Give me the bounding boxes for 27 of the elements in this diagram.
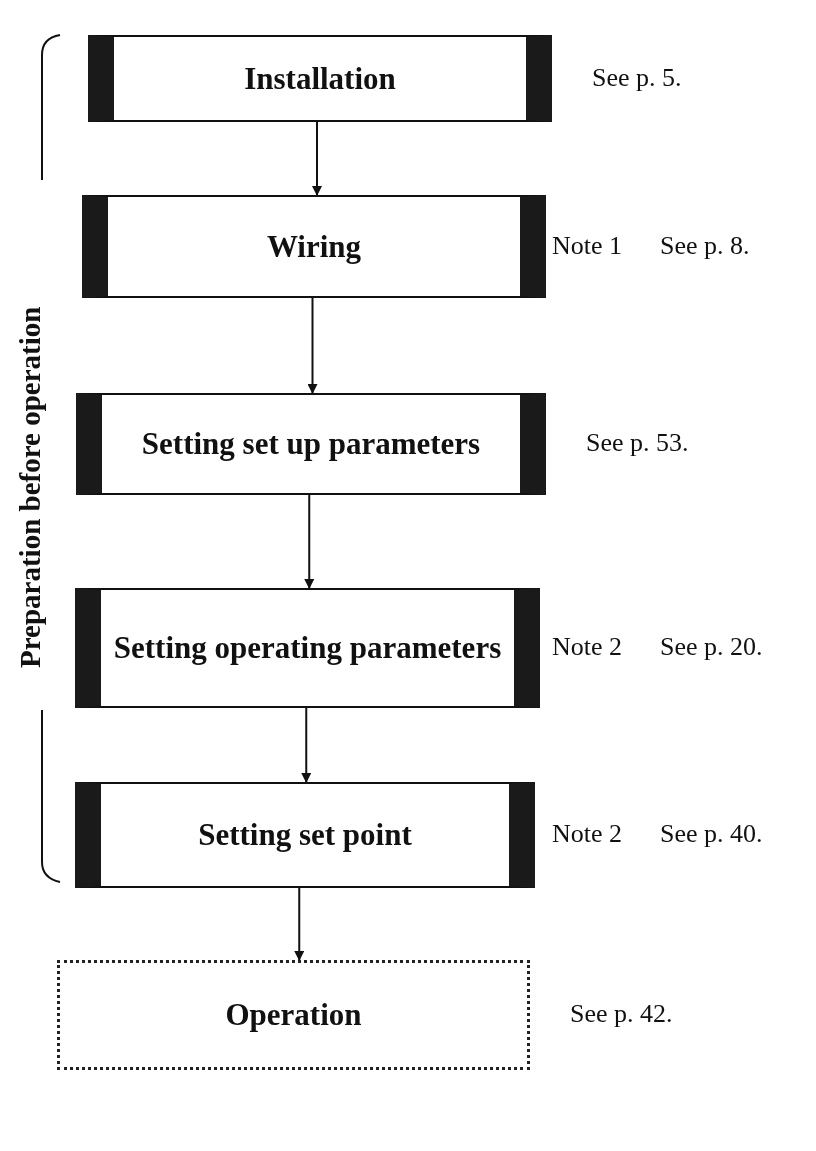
step-label: Setting operating parameters (112, 629, 503, 667)
arrow (312, 121, 322, 196)
step-label: Wiring (265, 227, 363, 266)
page-reference: See p. 42. (570, 999, 673, 1029)
page-reference: See p. 40. (660, 819, 763, 849)
bracket-label: Preparation before operation (14, 306, 47, 668)
note-reference: Note 2 (552, 819, 623, 849)
arrow (304, 494, 315, 589)
page-reference: See p. 5. (592, 62, 682, 93)
arrow (301, 707, 312, 783)
step-label: Installation (243, 59, 397, 98)
process-box (75, 782, 535, 888)
dotted-process-box (57, 960, 530, 1070)
process-box (76, 393, 546, 495)
process-box (88, 35, 552, 122)
page-reference: See p. 8. (660, 230, 750, 261)
process-box (75, 588, 540, 708)
page-reference: See p. 53. (586, 428, 689, 458)
page-reference: See p. 20. (660, 632, 763, 662)
step-label: Setting set point (197, 816, 413, 854)
process-box (82, 195, 546, 298)
note-reference: Note 2 (552, 632, 623, 662)
arrow (307, 297, 318, 394)
arrow (294, 887, 305, 961)
step-label: Setting set up parameters (140, 425, 482, 463)
step-label: Operation (224, 996, 363, 1034)
note-reference: Note 1 (552, 230, 623, 261)
